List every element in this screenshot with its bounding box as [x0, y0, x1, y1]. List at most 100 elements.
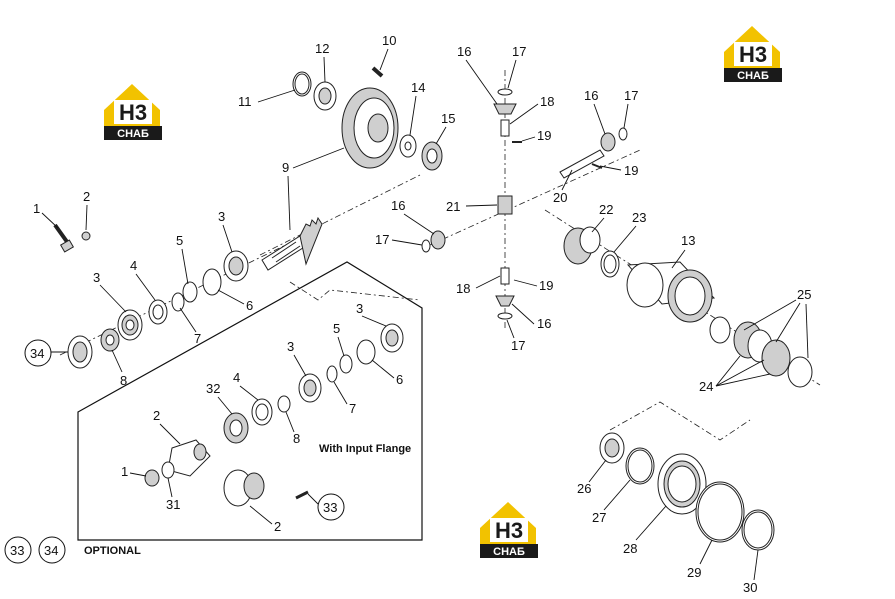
part-roll-pin-19b — [591, 163, 603, 169]
part-bearing-3 — [117, 309, 143, 341]
inset-callout-1: 1 — [121, 464, 128, 479]
inset-callout-4: 4 — [233, 370, 240, 385]
optional-label: OPTIONAL — [84, 545, 141, 557]
callout-34: 34 — [30, 346, 44, 361]
inset-callout-5: 5 — [333, 321, 340, 336]
inset-callout-2: 2 — [153, 408, 160, 423]
part-inset-bolt-33 — [295, 490, 309, 500]
callout-3: 3 — [218, 209, 225, 224]
callout-29: 29 — [687, 565, 701, 580]
callout-16a: 16 — [457, 44, 471, 59]
part-snap-ring-11 — [292, 71, 312, 97]
part-side-gear-15 — [421, 141, 443, 171]
part-washer-17-bottom — [497, 312, 513, 320]
part-inset-spacer-7 — [326, 365, 338, 383]
callout-4: 4 — [130, 258, 137, 273]
part-inset-race-4 — [251, 398, 273, 426]
part-pinion-9 — [261, 216, 323, 271]
part-ring-gear — [341, 87, 399, 169]
part-inset-bearing-3 — [298, 373, 322, 403]
callout-27: 27 — [592, 510, 606, 525]
callout-16d: 16 — [537, 316, 551, 331]
part-snap-ring-27 — [625, 447, 655, 485]
callout-19c: 19 — [539, 278, 553, 293]
inset-callout-8: 8 — [293, 431, 300, 446]
callout-1: 1 — [33, 201, 40, 216]
watermark-logo — [480, 502, 538, 558]
callout-6: 6 — [246, 298, 253, 313]
part-o-ring-29 — [695, 481, 745, 543]
callout-22: 22 — [599, 202, 613, 217]
callout-16b: 16 — [584, 88, 598, 103]
part-spider-gear-16-top — [493, 103, 517, 115]
inset-callout-32: 32 — [206, 381, 220, 396]
watermark-logo — [104, 84, 162, 140]
callout-9: 9 — [282, 160, 289, 175]
part-seal-34 — [67, 335, 93, 369]
callout-20: 20 — [553, 190, 567, 205]
part-washer-2 — [81, 231, 91, 241]
callout-30: 30 — [743, 580, 757, 595]
part-bolt-1 — [53, 223, 75, 253]
callout-5: 5 — [176, 233, 183, 248]
part-snap-ring-30 — [741, 509, 775, 551]
inset-callout-31-text: 31 — [166, 497, 180, 512]
callout-17b: 17 — [624, 88, 638, 103]
callout-11: 11 — [238, 94, 252, 109]
optional-33-circle — [4, 536, 32, 564]
callout-19b: 19 — [624, 163, 638, 178]
callout-18a: 18 — [540, 94, 554, 109]
part-shim-6 — [202, 268, 222, 296]
callout-labels: 1 2 3 5 4 3 6 7 8 34 9 11 12 10 14 15 16… — [4, 33, 811, 595]
part-cross-shaft-20 — [559, 149, 605, 179]
callout-16c: 16 — [391, 198, 405, 213]
part-inset-seal-3 — [380, 323, 404, 353]
callout-10: 10 — [382, 33, 396, 48]
callout-26: 26 — [577, 481, 591, 496]
callout-17c: 17 — [375, 232, 389, 247]
callout-7: 7 — [194, 331, 201, 346]
part-inset-nut-8 — [277, 395, 291, 413]
inset-callout-6: 6 — [396, 372, 403, 387]
part-spider-gear-16-left — [430, 230, 446, 250]
watermark-logo — [724, 26, 782, 82]
part-pin-18-bottom — [500, 267, 510, 285]
optional-34-circle — [38, 536, 66, 564]
callout-18b: 18 — [456, 281, 470, 296]
part-bearing-26 — [599, 432, 625, 464]
part-inset-nut-31 — [161, 461, 175, 479]
callout-21: 21 — [446, 199, 460, 214]
part-spider-gear-16-bottom — [495, 295, 515, 307]
part-bearing-12 — [313, 81, 337, 111]
part-inset-bolt-1 — [144, 469, 160, 487]
callout-2: 2 — [83, 189, 90, 204]
inset-callout-3: 3 — [356, 301, 363, 316]
part-sun-gear-22 — [563, 226, 601, 265]
part-washer-17-right — [618, 127, 628, 141]
callout-15: 15 — [441, 111, 455, 126]
callout-13: 13 — [681, 233, 695, 248]
part-clutch-housing-13 — [626, 261, 716, 323]
part-bearing-3b — [223, 250, 249, 282]
inset-caption: With Input Flange — [319, 443, 411, 455]
inset-callout-33-circle — [317, 493, 345, 521]
callout-17d: 17 — [511, 338, 525, 353]
inset-callout-33: 33 — [323, 500, 337, 515]
inset-callout-3b: 3 — [287, 339, 294, 354]
part-nut-8 — [100, 328, 120, 352]
callout-3b: 3 — [93, 270, 100, 285]
part-thrust-washer-14 — [399, 134, 417, 158]
inset-callout-7: 7 — [349, 401, 356, 416]
callout-14: 14 — [411, 80, 425, 95]
callout-24: 24 — [699, 379, 713, 394]
part-inset-flange-2 — [223, 469, 265, 507]
part-clutch-discs-24-25 — [709, 316, 813, 388]
parts-main — [53, 66, 813, 551]
inset-callout-2b: 2 — [274, 519, 281, 534]
parts-inset — [144, 323, 404, 507]
part-race-4 — [148, 299, 168, 325]
part-inset-seal-32 — [223, 412, 249, 444]
part-washer-17-left — [421, 239, 431, 253]
part-ring-23 — [600, 250, 620, 278]
part-spider-gear-16-right — [600, 132, 616, 152]
